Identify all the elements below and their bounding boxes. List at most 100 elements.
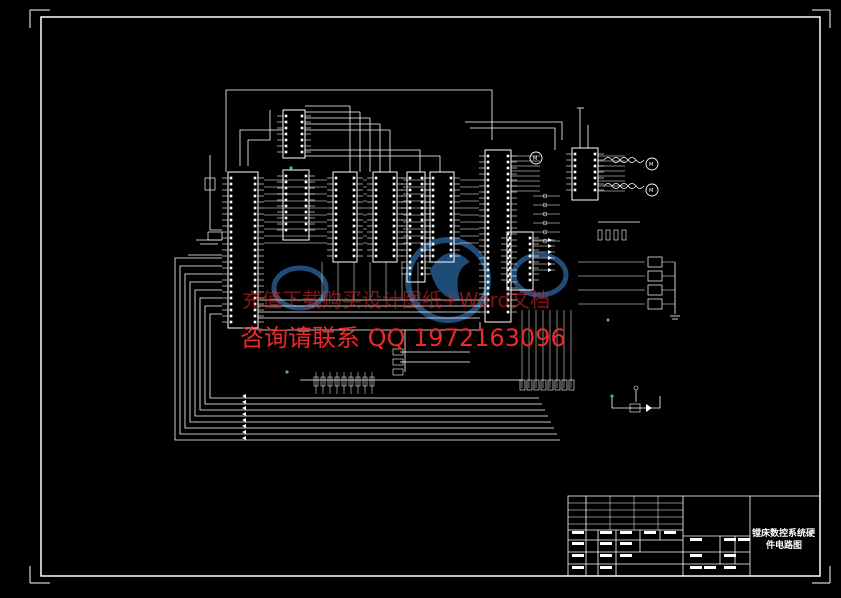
pin-label (486, 160, 490, 164)
pin-label (374, 242, 378, 246)
pin-label (253, 272, 257, 276)
pin-label (420, 200, 424, 204)
pin-label (300, 126, 304, 130)
wire (225, 89, 493, 172)
pin-label (304, 192, 308, 196)
diode-symbol (548, 250, 552, 254)
pin-label (253, 206, 257, 210)
title-block-cell-mark (690, 538, 702, 541)
pin-label (334, 224, 338, 228)
pin-label (573, 158, 577, 162)
pin-label (408, 230, 412, 234)
peripheral-components (204, 157, 663, 440)
pin-label (392, 248, 396, 252)
pin-label (486, 202, 490, 206)
pin-label (408, 272, 412, 276)
pin-label (431, 242, 435, 246)
motor-symbol (529, 151, 543, 165)
pin-label (334, 218, 338, 222)
pin-label (284, 138, 288, 142)
pin-label (593, 158, 597, 162)
pin-label (392, 176, 396, 180)
pin-label (506, 250, 510, 254)
pin-label (229, 278, 233, 282)
pin-label (392, 212, 396, 216)
led-symbol (542, 238, 548, 244)
pin-label (229, 272, 233, 276)
pin-label (506, 196, 510, 200)
pin-label (334, 248, 338, 252)
wire (305, 155, 441, 172)
pin-label (420, 236, 424, 240)
pin-label (408, 188, 412, 192)
pin-label (486, 304, 490, 308)
resistor-symbol (597, 229, 603, 241)
pin-label (508, 272, 512, 276)
resistor-symbol (348, 376, 354, 387)
pin-label (284, 180, 288, 184)
pin-label (374, 194, 378, 198)
pin-label (253, 242, 257, 246)
pin-label (449, 254, 453, 258)
pin-label (229, 206, 233, 210)
led-symbol (542, 193, 548, 199)
coil-symbol (627, 157, 645, 163)
pin-label (300, 132, 304, 136)
pin-label (392, 236, 396, 240)
pin-label (352, 200, 356, 204)
title-block-cell-mark (600, 554, 612, 557)
diode-symbol (242, 424, 246, 428)
pin-label (284, 132, 288, 136)
corner-marks (29, 9, 831, 584)
pin-label (374, 218, 378, 222)
wire (209, 155, 222, 231)
pin-label (508, 278, 512, 282)
title-block-cell-mark (620, 554, 632, 557)
resistor-symbol (605, 229, 611, 241)
pin-label (508, 266, 512, 270)
wire (189, 281, 551, 423)
pin-label (304, 174, 308, 178)
junction-marker (606, 318, 610, 322)
led-symbol (542, 211, 548, 217)
pin-label (431, 206, 435, 210)
connector-pin (561, 379, 568, 391)
diode-symbol (242, 406, 246, 410)
pin-label (229, 230, 233, 234)
pin-label (229, 290, 233, 294)
wire (174, 257, 560, 441)
wire (247, 110, 271, 166)
pin-label (528, 266, 532, 270)
wire (199, 297, 545, 411)
resistor-symbol (320, 376, 326, 387)
pin-label (334, 188, 338, 192)
pin-label (420, 212, 424, 216)
pin-label (420, 272, 424, 276)
pin-label (449, 206, 453, 210)
pin-label (374, 224, 378, 228)
wire (179, 265, 557, 435)
pin-label (486, 226, 490, 230)
connector-pin (554, 379, 561, 391)
pin-label (593, 170, 597, 174)
pin-label (420, 206, 424, 210)
pin-label (486, 166, 490, 170)
pin-label (374, 254, 378, 258)
pin-label (408, 176, 412, 180)
pin-label (486, 280, 490, 284)
pin-label (486, 232, 490, 236)
resistor-symbol (341, 376, 347, 387)
pin-label (508, 242, 512, 246)
ic-pins (222, 114, 604, 324)
pin-label (431, 194, 435, 198)
pin-label (253, 290, 257, 294)
pin-label (486, 154, 490, 158)
pin-label (229, 182, 233, 186)
diode-symbol (646, 404, 652, 412)
pin-label (334, 206, 338, 210)
resistor-symbol (392, 348, 404, 356)
pin-label (593, 188, 597, 192)
relay-symbol (647, 270, 663, 282)
pin-label (449, 224, 453, 228)
pin-label (449, 248, 453, 252)
